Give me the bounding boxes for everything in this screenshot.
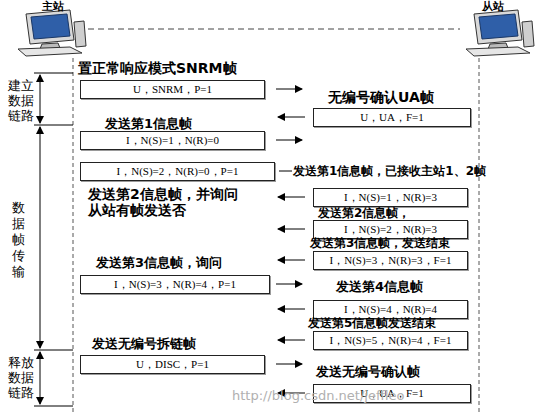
frame-box: I，N(S)=5，N(R)=4，F=1 (313, 331, 468, 350)
frame-box: I，N(S)=1，N(R)=3 (313, 188, 468, 207)
frame-box: I，N(S)=1，N(R)=0 (80, 131, 265, 150)
watermark: http://blog.csdn.net/jeffleo (232, 388, 404, 403)
master-timeline (73, 58, 74, 412)
station-name: 主站 (42, 0, 64, 14)
slave-timeline (479, 58, 480, 412)
frame-fields: I，N(S)=2，N(R)=3 (344, 223, 437, 236)
step-note: 发送第3信息帧，询问 (96, 255, 222, 270)
step-note: 发送第1信息帧，已接收主站1、2帧 (293, 164, 486, 178)
step-note: 发送第2信息帧，并询问从站有帧发送否 (88, 186, 240, 218)
frame-fields: I，N(S)=1，N(R)=0 (126, 134, 219, 147)
frame-fields: I，N(S)=3，N(R)=3，F=1 (330, 254, 452, 267)
step-note: 发送无编号拆链帧 (92, 336, 196, 351)
link-line (88, 29, 460, 30)
step-note: 置正常响应模式SNRM帧 (78, 60, 237, 76)
step-note: 发送第4信息帧 (336, 279, 423, 294)
frame-fields: U，UA，F=1 (360, 111, 424, 124)
frame-box: U，DISC，P=1 (80, 355, 265, 374)
phase-brackets (34, 73, 73, 406)
station-computer: 从站 (460, 0, 536, 58)
frame-fields: I，N(S)=4，N(R)=4 (344, 303, 437, 316)
step-note: 发送第5信息帧发送结束 (308, 317, 436, 330)
frame-box: U，SNRM，P=1 (80, 80, 265, 99)
frame-fields: I，N(S)=2，N(R)=0，P=1 (117, 165, 239, 178)
step-note: 发送第3信息帧，发送结束 (310, 237, 450, 250)
frame-fields: I，N(S)=3，N(R)=4，P=1 (114, 278, 236, 291)
phase-label: 释放数据链路 (8, 355, 36, 400)
frame-fields: I，N(S)=1，N(R)=3 (344, 191, 437, 204)
step-note: 发送第1信息帧 (105, 116, 192, 131)
frame-box: U，UA，F=1 (313, 108, 471, 127)
frame-box: I，N(S)=3，N(R)=4，P=1 (80, 275, 270, 294)
step-note: 发送第2信息帧， (318, 206, 410, 220)
phase-label: 数据帧传输 (12, 200, 27, 280)
station-name: 从站 (482, 0, 504, 14)
frame-fields: I，N(S)=5，N(R)=4，F=1 (330, 334, 452, 347)
step-note: 无编号确认UA帧 (328, 89, 434, 105)
frame-arrows (276, 89, 305, 393)
frame-fields: U，SNRM，P=1 (133, 83, 212, 96)
frame-box: I，N(S)=2，N(R)=0，P=1 (80, 162, 275, 181)
step-note: 发送无编号确认帧 (316, 364, 420, 379)
frame-fields: U，DISC，P=1 (136, 358, 209, 371)
phase-label: 建立数据链路 (8, 78, 36, 123)
frame-box: I，N(S)=3，N(R)=3，F=1 (313, 251, 468, 270)
station-computer: 主站 (12, 0, 88, 58)
